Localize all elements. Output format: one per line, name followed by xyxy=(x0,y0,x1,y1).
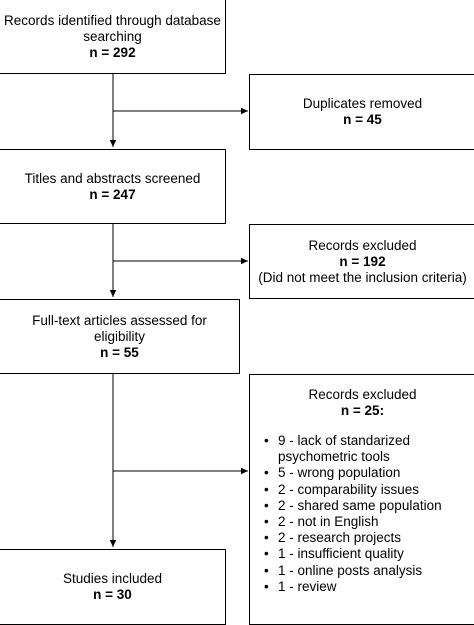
records-excluded-screening-label: Records excluded xyxy=(308,237,417,253)
studies-included-label: Studies included xyxy=(62,571,163,586)
fulltext-assessed-box: Full-text articles assessed for eligibil… xyxy=(0,299,240,374)
exclusion-reason-item: 2 - shared same population xyxy=(264,498,474,514)
records-excluded-fulltext-label: Records excluded xyxy=(308,387,417,402)
exclusion-reason-item: 1 - online posts analysis xyxy=(264,563,474,579)
records-identified-count: n = 292 xyxy=(89,44,136,60)
fulltext-assessed-count: n = 55 xyxy=(100,344,139,360)
records-excluded-screening-box: Records excluded n = 192 (Did not meet t… xyxy=(249,224,474,299)
exclusion-reason-item: 9 - lack of standarized psychometric too… xyxy=(264,433,474,465)
exclusion-reasons-list: 9 - lack of standarized psychometric too… xyxy=(250,433,474,595)
titles-screened-count: n = 247 xyxy=(89,186,136,202)
studies-included-count: n = 30 xyxy=(93,587,132,602)
duplicates-removed-label: Duplicates removed xyxy=(302,96,423,111)
fulltext-assessed-label: Full-text articles assessed for eligibil… xyxy=(32,312,207,344)
records-identified-label: Records identified through database sear… xyxy=(4,12,221,44)
records-excluded-fulltext-box: Records excluded n = 25: 9 - lack of sta… xyxy=(249,374,474,625)
studies-included-box: Studies included n = 30 xyxy=(0,549,226,625)
records-excluded-fulltext-count: n = 25: xyxy=(340,403,385,418)
exclusion-reason-item: 2 - comparability issues xyxy=(264,482,474,498)
titles-screened-label: Titles and abstracts screened xyxy=(24,170,201,186)
records-excluded-screening-note: (Did not meet the inclusion criteria) xyxy=(258,269,467,285)
records-excluded-screening-count: n = 192 xyxy=(339,253,386,269)
titles-screened-box: Titles and abstracts screened n = 247 xyxy=(0,149,226,224)
exclusion-reason-item: 1 - review xyxy=(264,579,474,595)
exclusion-reason-item: 1 - insufficient quality xyxy=(264,546,474,562)
exclusion-reason-item: 2 - research projects xyxy=(264,530,474,546)
exclusion-reason-item: 2 - not in English xyxy=(264,514,474,530)
exclusion-reason-item: 5 - wrong population xyxy=(264,465,474,481)
duplicates-removed-box: Duplicates removed n = 45 xyxy=(249,74,474,150)
records-identified-box: Records identified through database sear… xyxy=(0,0,226,74)
duplicates-removed-count: n = 45 xyxy=(343,112,382,127)
